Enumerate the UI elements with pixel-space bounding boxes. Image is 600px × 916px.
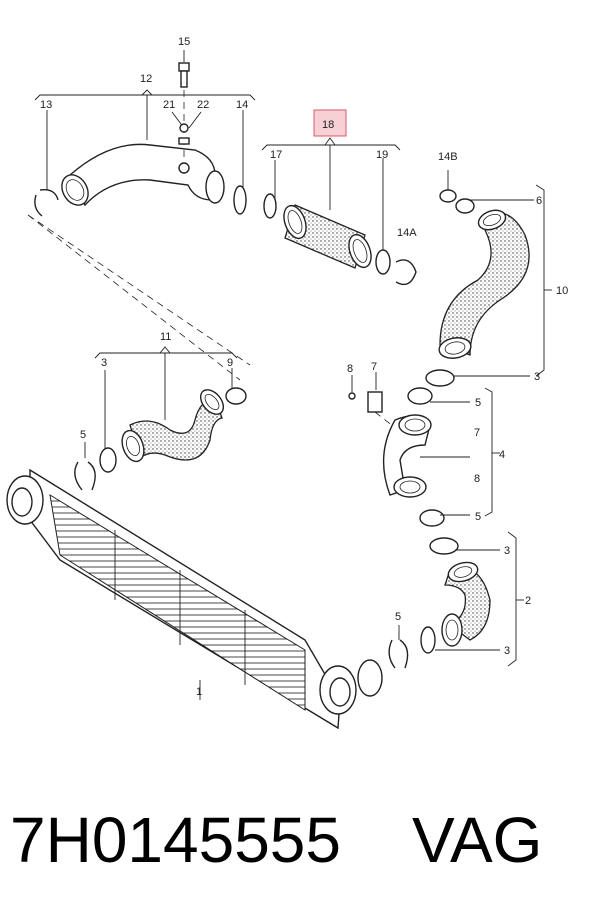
callout-21: 21 (163, 99, 175, 111)
callout-1: 1 (196, 686, 202, 698)
callout-8-top: 8 (347, 363, 353, 375)
o-ring-19 (375, 249, 391, 275)
hose-clip-13 (34, 189, 59, 217)
charge-air-hose-2 (441, 561, 491, 647)
callout-17: 17 (270, 149, 282, 161)
callout-15: 15 (178, 36, 190, 48)
o-ring-3-lower (420, 626, 436, 654)
callout-5-left: 5 (80, 429, 86, 441)
callout-19: 19 (376, 149, 388, 161)
o-ring-9 (225, 387, 247, 405)
bolt-15 (178, 50, 190, 160)
callout-13: 13 (40, 99, 52, 111)
callout-12: 12 (140, 73, 152, 85)
part-number-text: 7H0145555 (10, 804, 341, 876)
brand-text: VAG (412, 804, 543, 876)
highlight-box-18 (313, 109, 347, 137)
washer-22 (178, 137, 190, 145)
callout-5-lower: 5 (475, 511, 481, 523)
callout-4: 4 (499, 449, 505, 461)
callout-3-lower: 3 (504, 645, 510, 657)
footer-caption: 7H0145555 VAG (0, 800, 600, 890)
charge-air-hose-11 (121, 389, 225, 463)
callout-6: 6 (536, 195, 542, 207)
clip-5-upper (407, 387, 433, 405)
callout-5-upper: 5 (475, 397, 481, 409)
hose-clip-14b (439, 189, 457, 203)
callout-8-right: 8 (474, 473, 480, 485)
charge-air-hose-18 (283, 204, 372, 269)
clip-5-lower (419, 509, 445, 527)
hose-clip-14a (395, 259, 417, 286)
o-ring-3-mid (429, 537, 459, 555)
callout-22: 22 (197, 99, 209, 111)
callout-3-mid: 3 (504, 545, 510, 557)
callout-2: 2 (525, 595, 531, 607)
callout-3-left: 3 (101, 357, 107, 369)
pressure-pipe-12 (61, 143, 225, 207)
screw-8 (348, 392, 356, 400)
charge-air-hose-10 (438, 209, 530, 359)
sensor-7 (367, 391, 383, 413)
o-ring-6 (455, 198, 475, 214)
callout-14a: 14A (397, 227, 417, 239)
hose-clip-5-bottom (388, 639, 409, 669)
callout-11: 11 (160, 331, 171, 343)
hose-clip-5-left (74, 461, 96, 491)
intercooler-1 (6, 468, 383, 730)
o-ring-3-left (99, 447, 117, 473)
dashed-boundary-line (27, 214, 251, 381)
callout-14: 14 (236, 99, 248, 111)
charge-air-pipe-4 (382, 414, 432, 498)
o-ring-17 (263, 193, 277, 219)
hose-clip-14 (233, 185, 247, 215)
o-ring-3-upper (425, 369, 455, 387)
nut-21 (179, 123, 189, 133)
callout-18: 18 (322, 119, 334, 131)
callout-5-bottom: 5 (395, 611, 401, 623)
bracket-12 (34, 89, 256, 101)
callout-7-right: 7 (474, 427, 480, 439)
callout-7-top: 7 (371, 361, 377, 373)
callout-14b: 14B (438, 151, 458, 163)
callout-9: 9 (227, 357, 233, 369)
callout-10: 10 (556, 285, 568, 297)
callout-3-upper: 3 (534, 371, 540, 383)
